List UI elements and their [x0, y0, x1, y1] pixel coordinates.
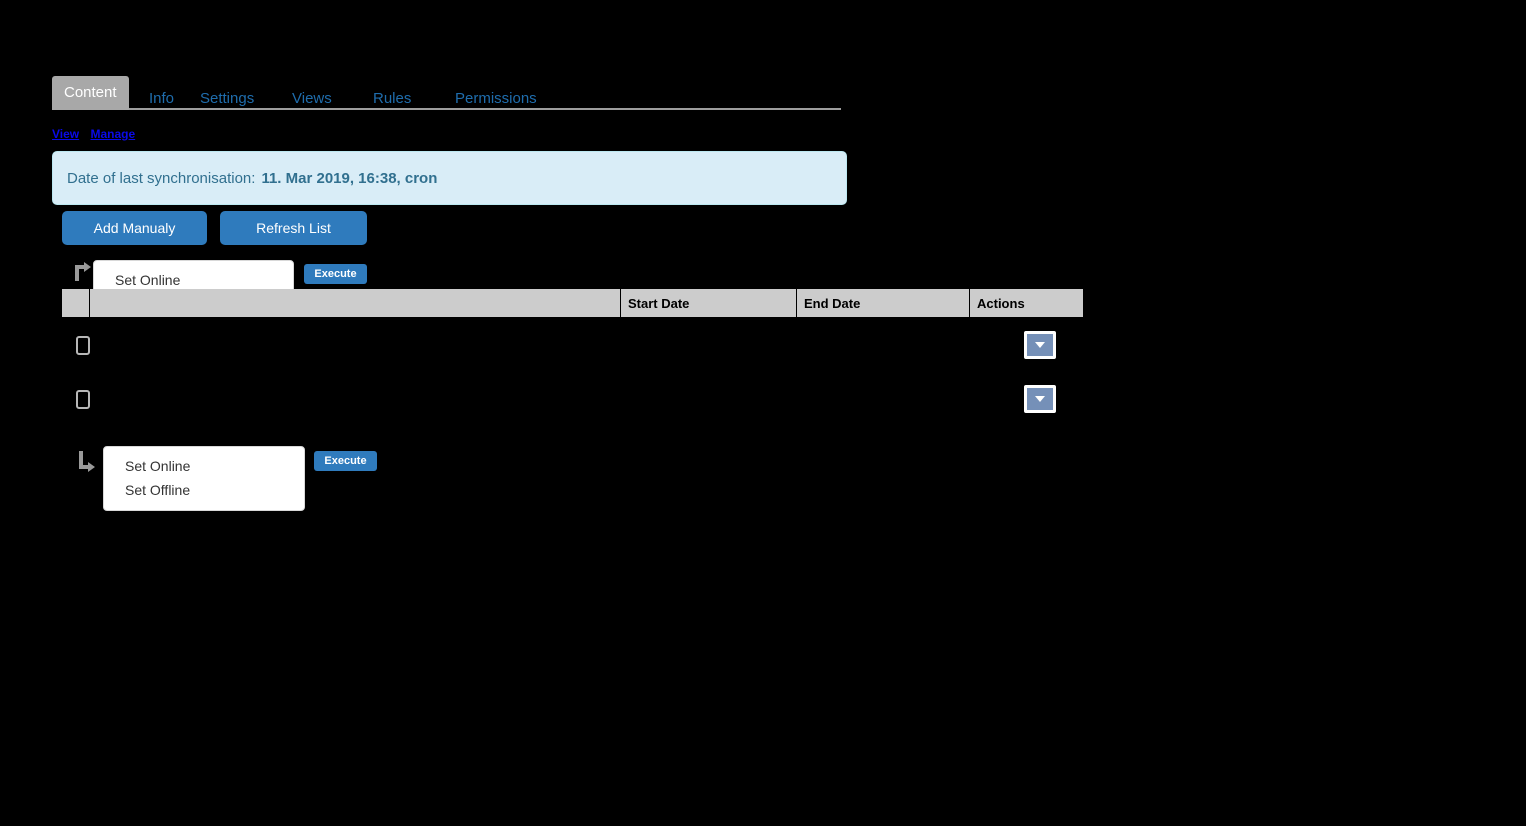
table-cell-title [90, 372, 621, 426]
row-checkbox[interactable] [76, 335, 90, 355]
row-actions-dropdown-button[interactable] [1024, 385, 1056, 413]
tab-permissions[interactable]: Permissions [455, 90, 537, 107]
execute-button-top[interactable]: Execute [304, 264, 367, 284]
caret-down-icon [1035, 342, 1045, 348]
tab-info[interactable]: Info [149, 90, 175, 107]
add-manually-button[interactable]: Add Manualy [62, 211, 207, 245]
table-cell-select [62, 318, 90, 372]
content-table: Start Date End Date Actions [62, 289, 1083, 426]
table-cell-select [62, 372, 90, 426]
tab-bar: Content Info Settings Views Rules Permis… [52, 76, 841, 110]
table-header-select [62, 289, 90, 318]
execute-button-bottom[interactable]: Execute [314, 451, 377, 471]
dropdown-item-set-online[interactable]: Set Online [115, 272, 181, 288]
table-row [62, 372, 1083, 426]
table-header-end-date: End Date [797, 289, 970, 318]
caret-down-icon [1035, 396, 1045, 402]
sync-date-value: 11. Mar 2019, 16:38, cron [261, 169, 438, 187]
table-cell-end-date [797, 372, 970, 426]
table-row [62, 318, 1083, 372]
table-header-row: Start Date End Date Actions [62, 289, 1083, 318]
table-header-start-date: Start Date [621, 289, 797, 318]
arrow-turn-down-right-icon [76, 449, 96, 472]
table-cell-actions [970, 318, 1083, 372]
sub-navigation: View Manage [52, 127, 143, 141]
sublink-view[interactable]: View [52, 127, 80, 141]
table-cell-start-date [621, 372, 797, 426]
dropdown-item-set-offline[interactable]: Set Offline [125, 482, 191, 498]
arrow-turn-up-right-icon [72, 261, 92, 283]
table-cell-end-date [797, 318, 970, 372]
tab-rules[interactable]: Rules [373, 90, 412, 107]
table-header-title [90, 289, 621, 318]
sync-info-banner: Date of last synchronisation: 11. Mar 20… [52, 151, 847, 205]
table-cell-start-date [621, 318, 797, 372]
table-cell-actions [970, 372, 1083, 426]
tab-views[interactable]: Views [292, 90, 332, 107]
refresh-list-button[interactable]: Refresh List [220, 211, 367, 245]
table-cell-title [90, 318, 621, 372]
sync-label: Date of last synchronisation: [67, 169, 256, 187]
bulk-action-dropdown-bottom[interactable]: Set Online Set Offline [103, 446, 305, 511]
table-header-actions: Actions [977, 296, 1025, 311]
dropdown-item-set-online[interactable]: Set Online [125, 458, 191, 474]
tab-content[interactable]: Content [52, 76, 129, 110]
row-actions-dropdown-button[interactable] [1024, 331, 1056, 359]
tab-settings[interactable]: Settings [200, 90, 255, 107]
row-checkbox[interactable] [76, 389, 90, 409]
sublink-manage[interactable]: Manage [90, 127, 136, 141]
